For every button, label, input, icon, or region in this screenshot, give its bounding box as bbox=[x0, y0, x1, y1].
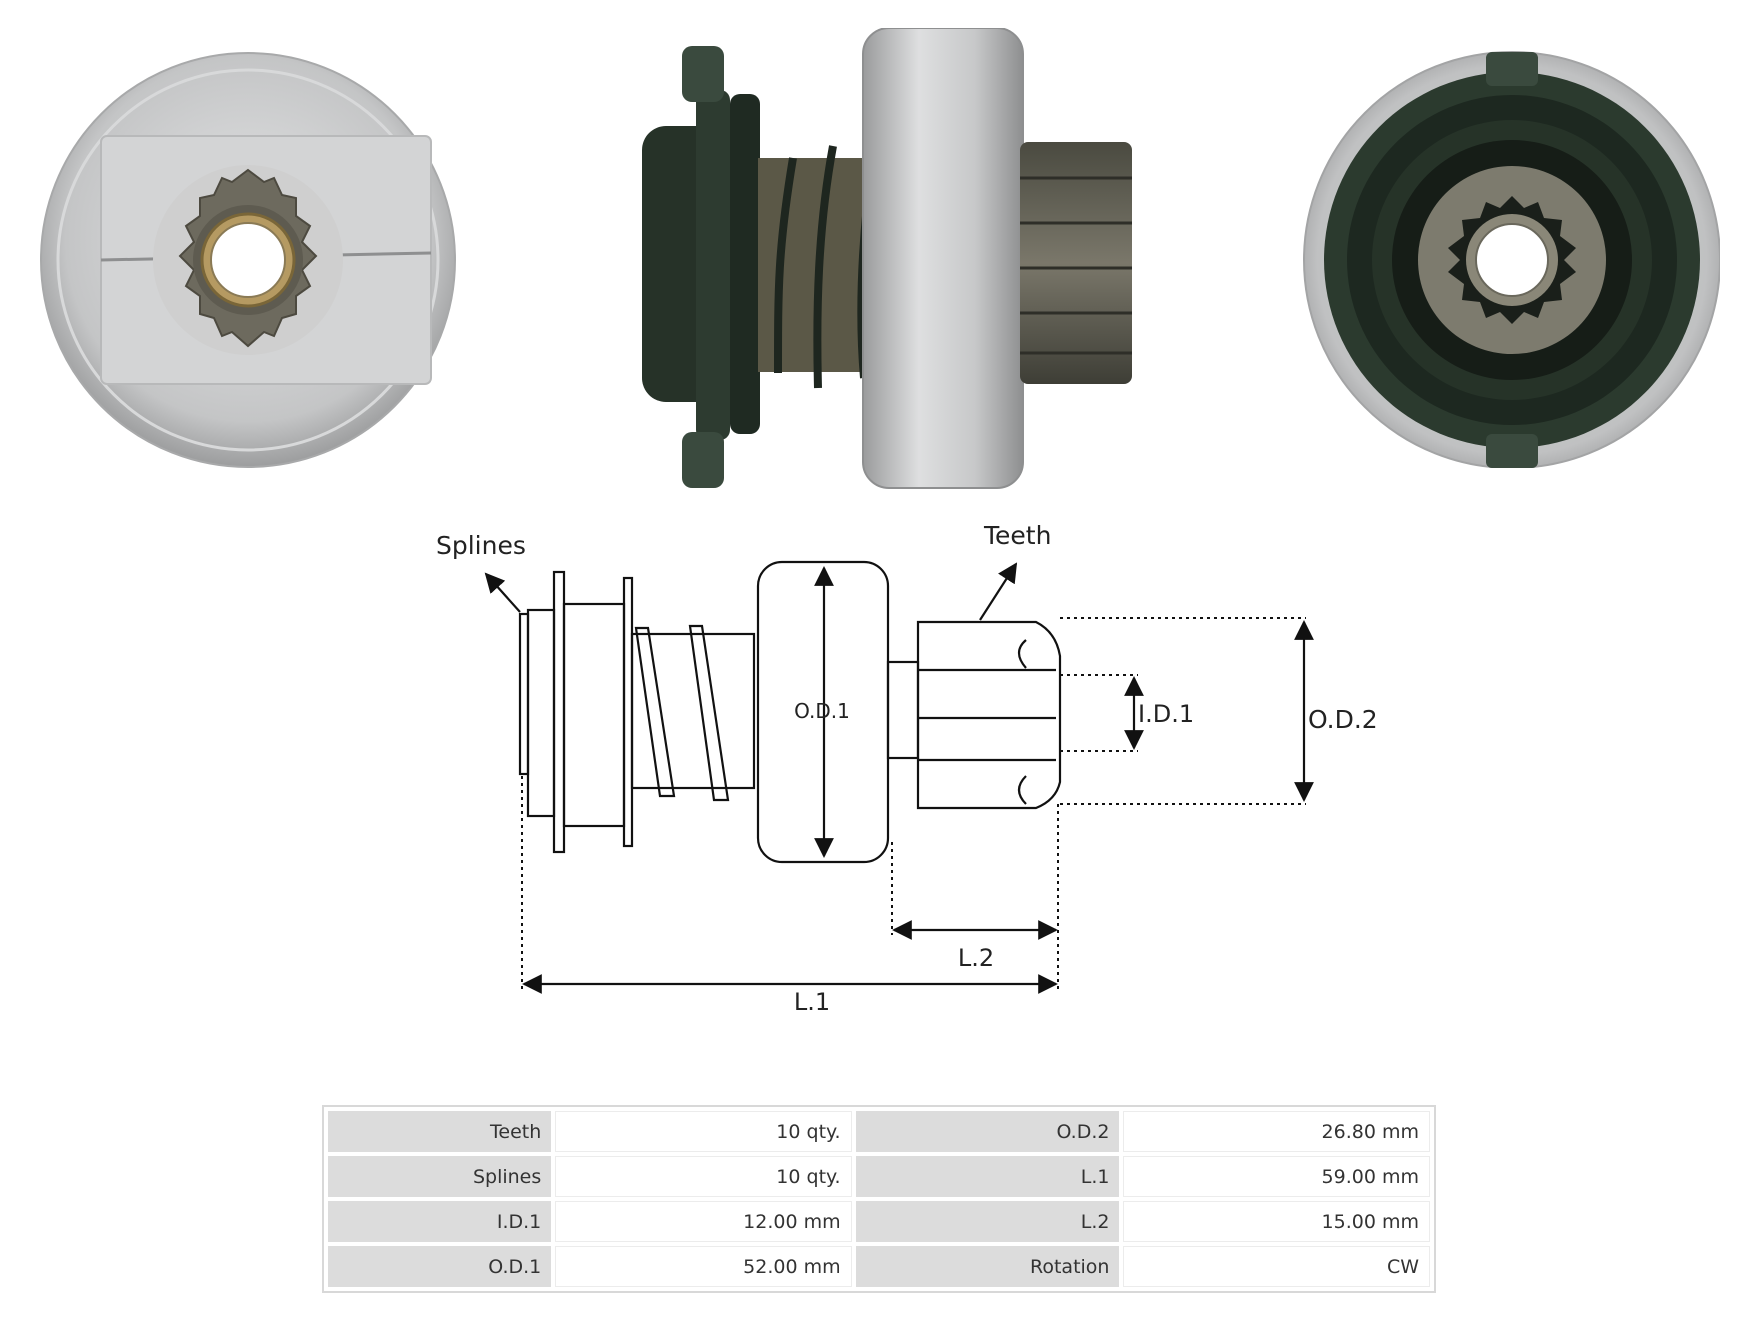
id1-label: I.D.1 bbox=[1138, 700, 1194, 728]
dimension-arrows bbox=[484, 562, 1314, 994]
spec-value: 52.00 mm bbox=[555, 1246, 852, 1287]
spec-key: I.D.1 bbox=[328, 1201, 552, 1242]
side-view-photo bbox=[642, 28, 1132, 489]
spec-key: L.2 bbox=[855, 1201, 1120, 1242]
part-outline bbox=[518, 560, 1062, 864]
spec-key: Splines bbox=[328, 1156, 552, 1197]
teeth-callout: Teeth bbox=[983, 521, 1051, 550]
table-row: O.D.1 52.00 mm Rotation CW bbox=[328, 1246, 1430, 1287]
spec-key: O.D.2 bbox=[855, 1111, 1120, 1152]
l2-label: L.2 bbox=[958, 944, 994, 972]
spec-value: 26.80 mm bbox=[1123, 1111, 1430, 1152]
splines-callout: Splines bbox=[436, 531, 526, 560]
spec-value: 59.00 mm bbox=[1123, 1156, 1430, 1197]
spec-value: 12.00 mm bbox=[555, 1201, 852, 1242]
dimension-diagram: Splines Teeth O.D.1 I.D.1 O.D.2 L.2 L.1 bbox=[436, 521, 1378, 1016]
spec-value: 10 qty. bbox=[555, 1156, 852, 1197]
spec-value: 10 qty. bbox=[555, 1111, 852, 1152]
spec-key: Rotation bbox=[855, 1246, 1120, 1287]
table-row: I.D.1 12.00 mm L.2 15.00 mm bbox=[328, 1201, 1430, 1242]
spec-key: L.1 bbox=[855, 1156, 1120, 1197]
spec-value: 15.00 mm bbox=[1123, 1201, 1430, 1242]
spec-key: O.D.1 bbox=[328, 1246, 552, 1287]
l1-label: L.1 bbox=[794, 988, 830, 1016]
od2-label: O.D.2 bbox=[1308, 705, 1378, 734]
front-view-photo bbox=[40, 52, 456, 468]
table-row: Teeth 10 qty. O.D.2 26.80 mm bbox=[328, 1111, 1430, 1152]
extension-lines bbox=[521, 617, 1306, 990]
spec-value: CW bbox=[1123, 1246, 1430, 1287]
spec-table: Teeth 10 qty. O.D.2 26.80 mm Splines 10 … bbox=[322, 1105, 1436, 1293]
spec-key: Teeth bbox=[328, 1111, 552, 1152]
table-row: Splines 10 qty. L.1 59.00 mm bbox=[328, 1156, 1430, 1197]
od1-label: O.D.1 bbox=[794, 699, 850, 723]
rear-view-photo bbox=[1303, 51, 1720, 468]
